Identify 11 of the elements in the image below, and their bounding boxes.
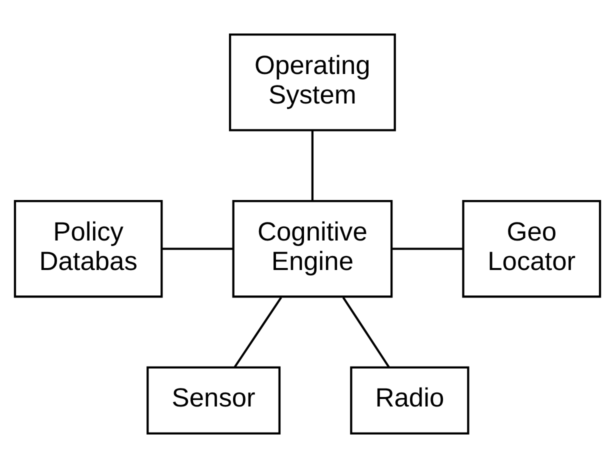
connector [311,130,314,201]
node-box: Radio [350,366,470,434]
node-box: Policy Databas [14,200,163,298]
connector [392,248,463,250]
node-box: Sensor [146,366,281,434]
connector [234,296,282,368]
connector [342,296,390,368]
connector [162,248,234,250]
node-box: Geo Locator [462,200,602,298]
node-box: Operating System [228,34,396,132]
node-box: Cognitive Engine [232,200,393,298]
